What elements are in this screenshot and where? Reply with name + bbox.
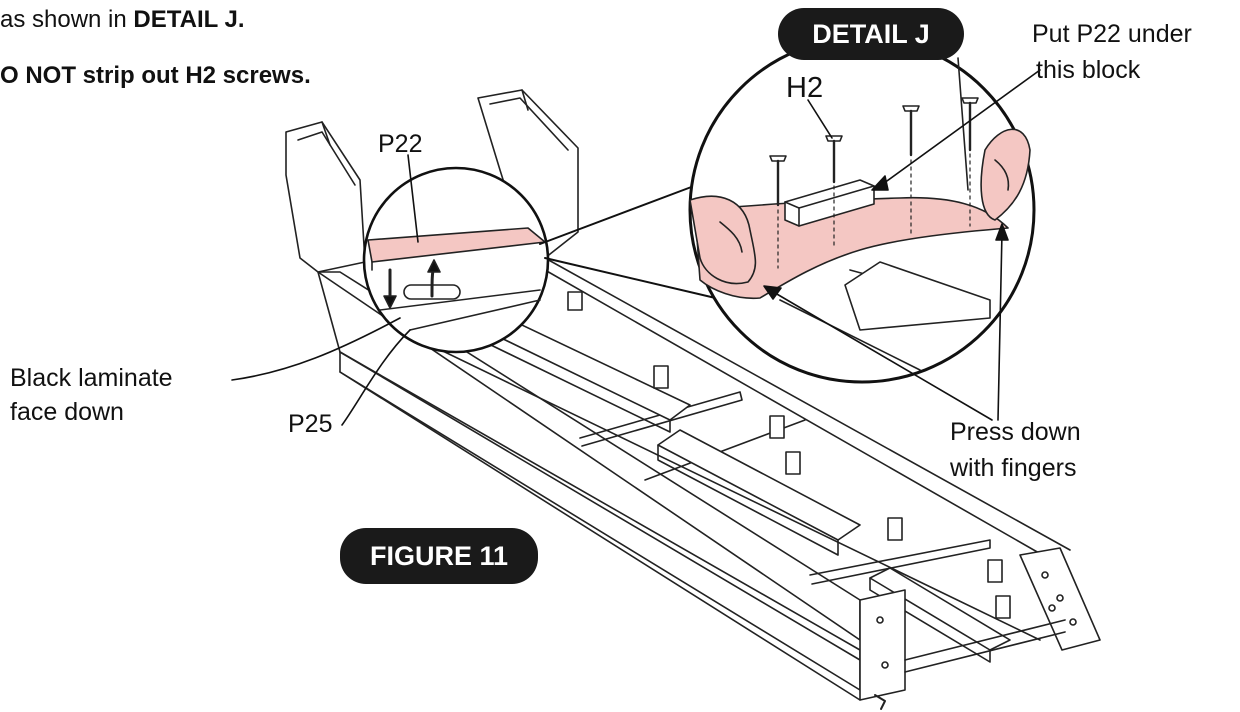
- detail-j-view: [688, 36, 1036, 384]
- instruction-line-1-prefix: as shown in: [0, 6, 134, 33]
- label-put-p22-line-1: Put P22 under: [1032, 20, 1192, 48]
- label-press-down-line-2: with fingers: [950, 454, 1077, 482]
- instruction-line-1: as shown in DETAIL J.: [0, 8, 245, 32]
- instruction-line-2: O NOT strip out H2 screws.: [0, 62, 311, 89]
- instruction-line-1-bold: DETAIL J.: [133, 6, 245, 33]
- detail-j-badge: DETAIL J: [778, 8, 964, 60]
- h2-screws: [769, 97, 979, 269]
- label-h2: H2: [786, 72, 824, 104]
- label-p25: P25: [288, 410, 333, 438]
- frame-base: [317, 257, 1101, 710]
- label-p22: P22: [378, 130, 423, 158]
- label-black-laminate-line-2: face down: [10, 398, 124, 426]
- leader-lines: [231, 69, 1041, 426]
- label-put-p22-line-2: this block: [1036, 56, 1141, 84]
- label-press-down-line-1: Press down: [950, 418, 1081, 446]
- figure-11-badge: FIGURE 11: [340, 528, 538, 584]
- detail-magnifier: [362, 166, 550, 354]
- label-black-laminate-line-1: Black laminate: [10, 364, 173, 392]
